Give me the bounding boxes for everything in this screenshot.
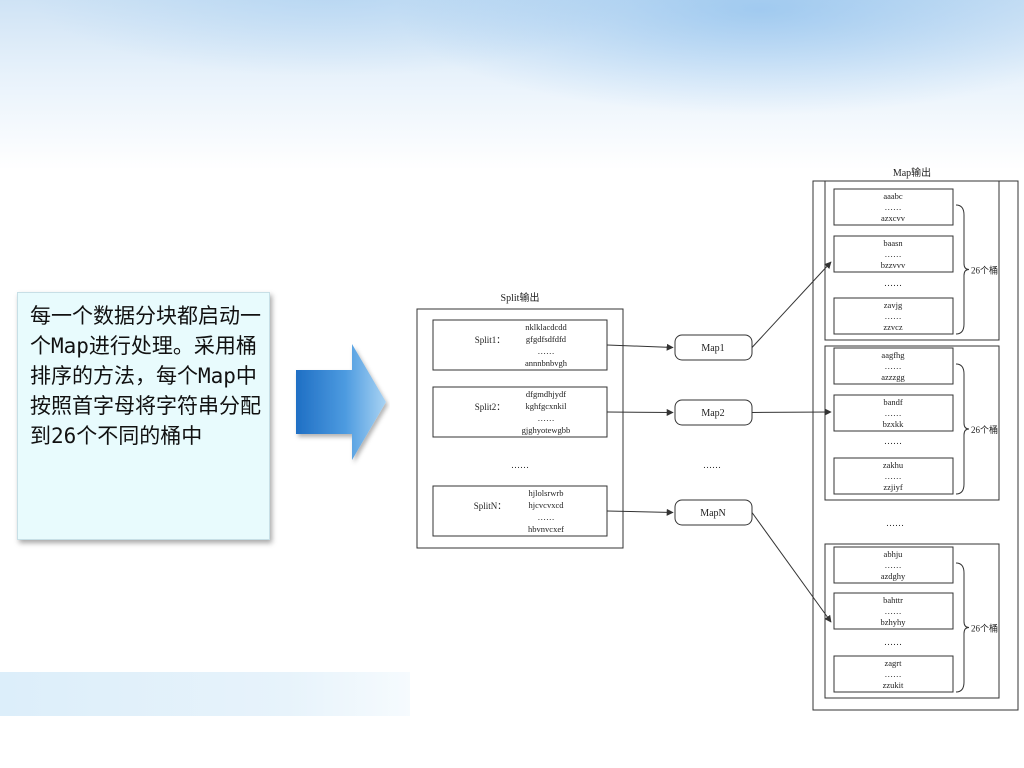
bucket-box xyxy=(833,297,954,335)
split-line: gfgdfsdfdfd xyxy=(526,334,567,344)
split-line: gjghyotewgbb xyxy=(522,425,571,435)
bucket-line: …… xyxy=(885,669,902,679)
bucket-line: baasn xyxy=(883,238,903,248)
bucket-line: aagfhg xyxy=(881,350,905,360)
map-label: Map1 xyxy=(701,343,724,354)
bucket-group-box xyxy=(824,345,1000,501)
split-output-box xyxy=(416,308,624,549)
bucket-count-label: 26个桶 xyxy=(971,623,998,634)
bucket-box xyxy=(833,235,954,273)
bucket-line: zzukit xyxy=(883,680,904,690)
bucket-box xyxy=(833,457,954,495)
right-arrow-icon xyxy=(296,344,386,460)
bucket-line: …… xyxy=(885,606,902,616)
split-output-title: Split输出 xyxy=(501,291,540,304)
bucket-line: …… xyxy=(885,249,902,259)
bucket-line: …… xyxy=(885,361,902,371)
bucket-count-label: 26个桶 xyxy=(971,265,998,276)
split-to-map-arrow xyxy=(606,508,674,516)
split-line: …… xyxy=(538,512,555,522)
map-to-bucket-arrow xyxy=(751,261,832,348)
bucket-box xyxy=(833,394,954,432)
split-line: kghfgcxnkil xyxy=(525,401,567,411)
bucket-line: …… xyxy=(885,471,902,481)
bucket-line: bahttr xyxy=(883,595,903,605)
bucket-line: abhju xyxy=(884,549,904,559)
bucket-line: …… xyxy=(885,560,902,570)
bucket-box xyxy=(833,546,954,584)
bucket-line: zagrt xyxy=(885,658,903,668)
bucket-line: zzvcz xyxy=(883,322,903,332)
split-line: …… xyxy=(538,346,555,356)
map-label: Map2 xyxy=(701,408,724,419)
split-label: Split2： xyxy=(475,402,506,412)
bucket-box xyxy=(833,592,954,630)
map-label: MapN xyxy=(700,508,726,519)
bucket-ellipsis: …… xyxy=(884,637,902,647)
bucket-group-box xyxy=(824,180,1000,341)
map-to-bucket-arrow xyxy=(751,512,832,623)
split-to-map-arrow xyxy=(606,343,674,351)
bucket-line: bzhyhy xyxy=(880,617,906,627)
bucket-box xyxy=(833,188,954,226)
bucket-group-box xyxy=(824,543,1000,699)
bucket-ellipsis: …… xyxy=(884,436,902,446)
bucket-line: azxcvv xyxy=(881,213,906,223)
bucket-line: …… xyxy=(885,408,902,418)
split-line: hjcvcvxcd xyxy=(529,500,565,510)
bucket-line: zzjiyf xyxy=(883,482,903,492)
bucket-box xyxy=(833,655,954,693)
map-ellipsis: …… xyxy=(703,460,721,470)
split-line: dfgmdhjydf xyxy=(526,389,566,399)
map-to-bucket-arrow xyxy=(751,408,832,416)
bucket-line: bzzvvv xyxy=(881,260,906,270)
group-ellipsis: …… xyxy=(886,518,904,528)
bucket-line: aaabc xyxy=(883,191,903,201)
split-label: Split1： xyxy=(475,335,506,345)
slide-header-background xyxy=(0,0,1024,170)
bucket-line: …… xyxy=(885,311,902,321)
split-line: hbvnvcxef xyxy=(528,524,564,534)
bucket-line: azdghy xyxy=(881,571,906,581)
split-line: annnbnbvgh xyxy=(525,358,568,368)
slide-footer-band xyxy=(0,672,410,716)
bucket-line: azzzgg xyxy=(881,372,905,382)
map-output-title: Map输出 xyxy=(893,166,931,179)
split-line: nklklacdcdd xyxy=(525,322,567,332)
bucket-line: bzxkk xyxy=(883,419,905,429)
bucket-box xyxy=(833,347,954,385)
split-line: hjlolsrwrb xyxy=(529,488,564,498)
split-ellipsis: …… xyxy=(511,460,529,470)
bucket-brace xyxy=(955,363,970,495)
bucket-line: zavjg xyxy=(884,300,903,310)
split-box xyxy=(432,319,608,371)
split-box xyxy=(432,386,608,438)
bucket-brace xyxy=(955,562,970,693)
split-to-map-arrow xyxy=(606,408,674,416)
bucket-count-label: 26个桶 xyxy=(971,424,998,435)
bucket-line: bandf xyxy=(883,397,903,407)
split-label: SplitN： xyxy=(474,501,507,511)
split-box xyxy=(432,485,608,537)
split-line: …… xyxy=(538,413,555,423)
bucket-line: zakhu xyxy=(883,460,904,470)
bucket-brace xyxy=(955,204,970,335)
bucket-ellipsis: …… xyxy=(884,278,902,288)
description-text: 每一个数据分块都启动一个Map进行处理。采用桶排序的方法，每个Map中按照首字母… xyxy=(30,304,261,448)
bucket-line: …… xyxy=(885,202,902,212)
description-card: 每一个数据分块都启动一个Map进行处理。采用桶排序的方法，每个Map中按照首字母… xyxy=(17,292,270,540)
